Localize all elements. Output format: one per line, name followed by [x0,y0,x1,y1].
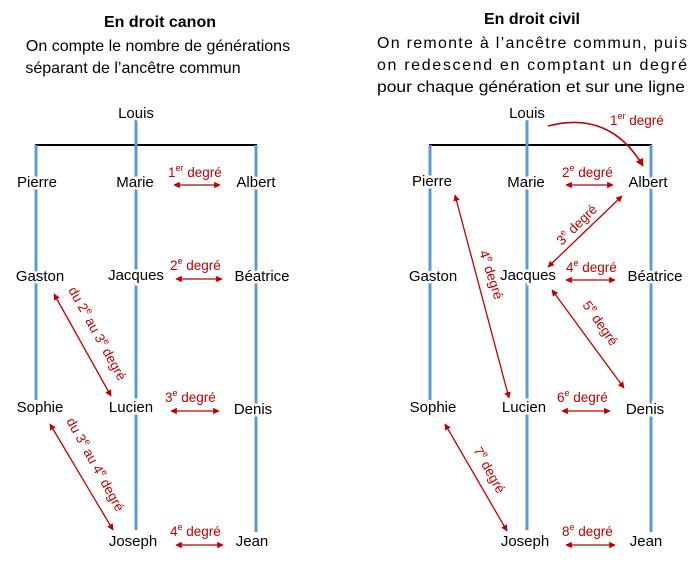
canon-name-marie: Marie [116,174,154,191]
civil-name-louis: Louis [509,105,545,122]
civil-name-denis: Denis [626,401,664,418]
canon-name-denis: Denis [234,401,272,418]
civil-degree-7-label: 7e degré [470,443,510,496]
canon-name-sophie: Sophie [17,399,64,416]
canon-name-albert: Albert [236,174,276,191]
canon-diag-arrow-gaston-lucien [53,293,112,397]
canon-subtitle-line-1: On compte le nombre de générations [26,38,290,55]
canon-name-lucien: Lucien [109,399,153,416]
canon-name-joseph: Joseph [109,533,157,550]
canon-name-louis: Louis [118,105,154,122]
civil-degree-3-arrow [547,195,623,268]
civil-name-pierre: Pierre [412,173,452,190]
civil-degree-4-label: 4e degré [566,258,617,275]
civil-degree-8-label: 8e degré [562,522,613,539]
civil-degree-5-arrow [551,289,625,389]
civil-name-albert: Albert [628,174,668,191]
civil-degree-6-label: 6e degré [557,388,608,405]
civil-degree-7-arrow [444,423,508,532]
canon-title: En droit canon [104,14,216,31]
civil-law-panel: En droit civil On remonte à l’ancêtre co… [377,11,687,553]
canon-degree-3-label: 3e degré [165,388,216,405]
civil-subtitle-line-2: on redescend en comptant un degré [377,57,687,74]
civil-degree-4-diag-arrow [453,194,511,399]
canon-subtitle-line-2: séparant de l’ancêtre commun [25,60,240,77]
canon-name-beatrice: Béatrice [234,268,289,285]
civil-name-gaston: Gaston [409,268,457,285]
canon-degree-4-label: 4e degré [170,522,221,539]
civil-name-marie: Marie [507,174,545,191]
canon-name-gaston: Gaston [16,268,64,285]
civil-name-sophie: Sophie [410,399,457,416]
canon-law-panel: En droit canon On compte le nombre de gé… [13,14,292,553]
canon-degree-1-label: 1er degré [168,163,222,180]
civil-name-beatrice: Béatrice [627,268,682,285]
civil-degree-5-label: 5e degré [580,297,623,348]
canon-diag-arrow-sophie-joseph [49,423,114,531]
civil-name-joseph: Joseph [501,533,549,550]
civil-name-lucien: Lucien [502,399,546,416]
civil-degree-1-label: 1er degré [610,111,664,128]
canon-degree-2-label: 2e degré [170,256,221,273]
canon-name-jean: Jean [236,533,269,550]
canon-name-pierre: Pierre [17,174,57,191]
civil-name-jacques: Jacques [500,267,556,284]
civil-degree-2-label: 2e degré [562,163,613,180]
canon-name-jacques: Jacques [108,267,164,284]
civil-subtitle-line-1: On remonte à l’ancêtre commun, puis [377,35,687,52]
civil-subtitle-line-3: pour chaque génération et sur une ligne [377,79,685,96]
civil-name-jean: Jean [630,533,663,550]
civil-title: En droit civil [484,11,580,28]
civil-degree-1-arc [547,121,644,167]
